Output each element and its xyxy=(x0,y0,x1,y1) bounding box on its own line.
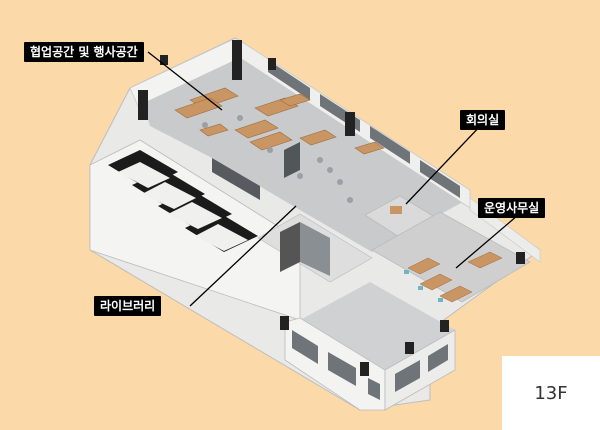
left-rooms xyxy=(89,139,301,321)
front-room xyxy=(280,282,456,411)
coworking-tables xyxy=(174,87,385,155)
label-library: 라이브러리 xyxy=(94,296,162,316)
library-area xyxy=(257,213,373,283)
label-coworking: 협업공간 및 행사공간 xyxy=(24,42,144,62)
label-meeting-room: 회의실 xyxy=(460,110,506,130)
operations-office-area xyxy=(371,211,531,303)
building-floorplan xyxy=(89,37,541,411)
label-operations-office: 운영사무실 xyxy=(478,198,546,218)
leader-lines xyxy=(147,51,525,307)
floor-badge: 13F xyxy=(502,356,600,430)
